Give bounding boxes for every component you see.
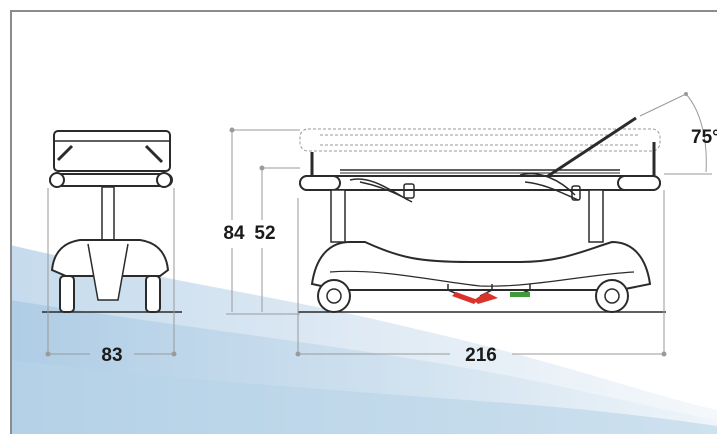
length-dimension — [295, 190, 667, 357]
dimension-label-angle: 75° — [691, 127, 717, 148]
end-view-width-dimension — [45, 188, 177, 357]
dimension-label-length: 216 — [465, 345, 497, 366]
dimension-label-min-height: 52 — [254, 223, 275, 244]
dimension-label-width: 83 — [101, 345, 122, 366]
height-dimensions — [226, 127, 300, 315]
frame-border — [10, 10, 717, 434]
side-view-stretcher — [298, 116, 666, 313]
angle-marker — [684, 92, 688, 96]
raised-mattress-outline — [299, 128, 661, 152]
brake-pedals — [452, 292, 530, 304]
angle-dimension — [639, 93, 712, 175]
end-view-stretcher — [42, 130, 182, 313]
dimension-label-max-height: 84 — [223, 223, 245, 244]
background-swoosh — [10, 245, 717, 434]
